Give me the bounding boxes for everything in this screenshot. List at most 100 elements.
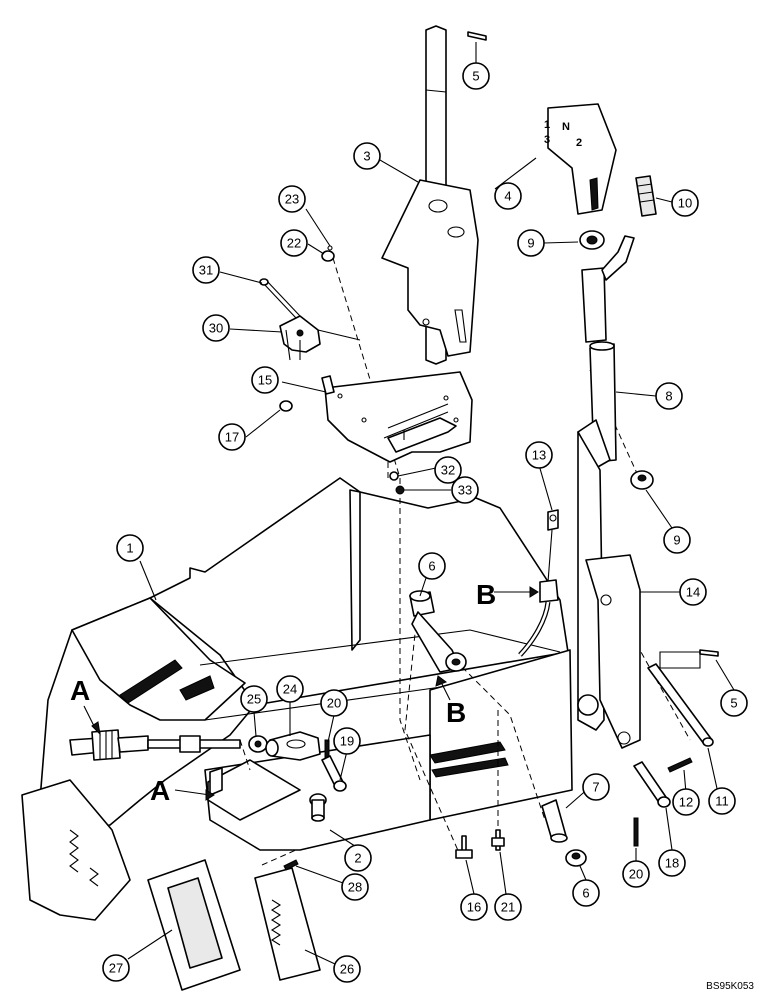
svg-text:24: 24 [283,682,297,697]
svg-text:32: 32 [441,463,455,478]
knob-marking-3: 3 [544,134,550,146]
svg-text:26: 26 [340,962,354,977]
callout-2: 2 [344,844,372,872]
svg-text:25: 25 [247,692,261,707]
view-label-b-upper: B [476,579,496,610]
svg-text:11: 11 [715,794,729,809]
bolt-16 [455,835,473,859]
callout-31: 31 [192,256,220,284]
console-housing [21,477,573,921]
callout-7: 7 [582,773,610,801]
cable-clevis [265,731,321,761]
callout-8: 8 [655,382,683,410]
svg-text:1: 1 [126,541,133,556]
roll-pin-top [467,31,487,41]
svg-text:12: 12 [679,795,693,810]
callout-6-lower: 6 [572,879,600,907]
svg-text:8: 8 [665,389,672,404]
figure-code: BS95K053 [706,981,754,992]
svg-text:18: 18 [665,856,679,871]
cotter-pin-right [667,757,693,773]
roll-pin-right [659,649,719,669]
callout-1: 1 [116,534,144,562]
svg-text:21: 21 [501,900,515,915]
callout-24: 24 [276,675,304,703]
shift-cable [518,509,559,657]
callout-23: 23 [278,185,306,213]
jam-nut [248,735,268,753]
gate-plate [321,371,473,463]
nut-lower [565,849,587,867]
svg-text:4: 4 [504,189,511,204]
cover-plate [254,867,321,981]
callout-27: 27 [102,954,130,982]
svg-text:19: 19 [340,734,354,749]
svg-text:9: 9 [673,533,680,548]
callout-20-left: 20 [320,689,348,717]
callout-6-upper: 6 [418,552,446,580]
svg-text:16: 16 [467,900,481,915]
callout-19: 19 [333,727,361,755]
svg-text:7: 7 [592,780,599,795]
callout-22: 22 [280,229,308,257]
nut-33 [395,485,405,495]
svg-text:22: 22 [287,236,301,251]
shift-knob: 1 N 3 2 [544,103,617,215]
bolt-21 [491,829,505,851]
svg-text:6: 6 [428,559,435,574]
svg-text:6: 6 [582,886,589,901]
svg-text:31: 31 [199,263,213,278]
svg-text:2: 2 [354,851,361,866]
stud [309,793,327,822]
cotter-pin-lower [633,817,639,847]
view-label-b-lower: B [446,697,466,728]
callout-5-right: 5 [720,689,748,717]
callout-16: 16 [460,893,488,921]
callout-33: 33 [451,476,479,504]
shift-tube [577,235,635,731]
knob-marking-n: N [562,121,570,133]
clevis-pin [633,761,671,808]
callout-21: 21 [494,893,522,921]
svg-text:3: 3 [363,149,370,164]
washer-22 [321,250,335,262]
callout-13: 13 [525,441,553,469]
spring-pin [635,175,657,217]
svg-text:17: 17 [225,430,239,445]
bushing-upper [579,230,605,250]
pivot-pin [647,663,714,747]
view-label-a-lower: A [150,775,170,806]
callout-9-upper: 9 [517,229,545,257]
callout-32: 32 [434,456,462,484]
bushing-right [630,470,654,490]
svg-text:27: 27 [109,961,123,976]
callout-17: 17 [218,423,246,451]
leader-lines [127,42,735,965]
boot-gasket [147,859,241,991]
knob-marking-2: 2 [576,137,582,149]
callout-28: 28 [341,873,369,901]
pivot-bushing [409,590,467,673]
callout-12: 12 [672,788,700,816]
lever-bracket [585,554,641,749]
washer-23 [327,245,333,251]
svg-text:20: 20 [629,867,643,882]
svg-text:20: 20 [327,696,341,711]
svg-text:14: 14 [686,585,700,600]
callout-25: 25 [240,685,268,713]
svg-text:13: 13 [532,448,546,463]
callout-14: 14 [679,578,707,606]
callout-11: 11 [708,787,736,815]
callout-30: 30 [202,314,230,342]
callout-15: 15 [251,366,279,394]
callout-5-top: 5 [462,62,490,90]
callout-3: 3 [353,142,381,170]
svg-text:28: 28 [348,880,362,895]
callout-4: 4 [494,182,522,210]
view-arrows [83,586,539,801]
shift-cable-left [69,729,241,761]
clevis-pin-left [321,755,347,792]
svg-text:30: 30 [209,321,223,336]
shift-lever [381,25,479,365]
